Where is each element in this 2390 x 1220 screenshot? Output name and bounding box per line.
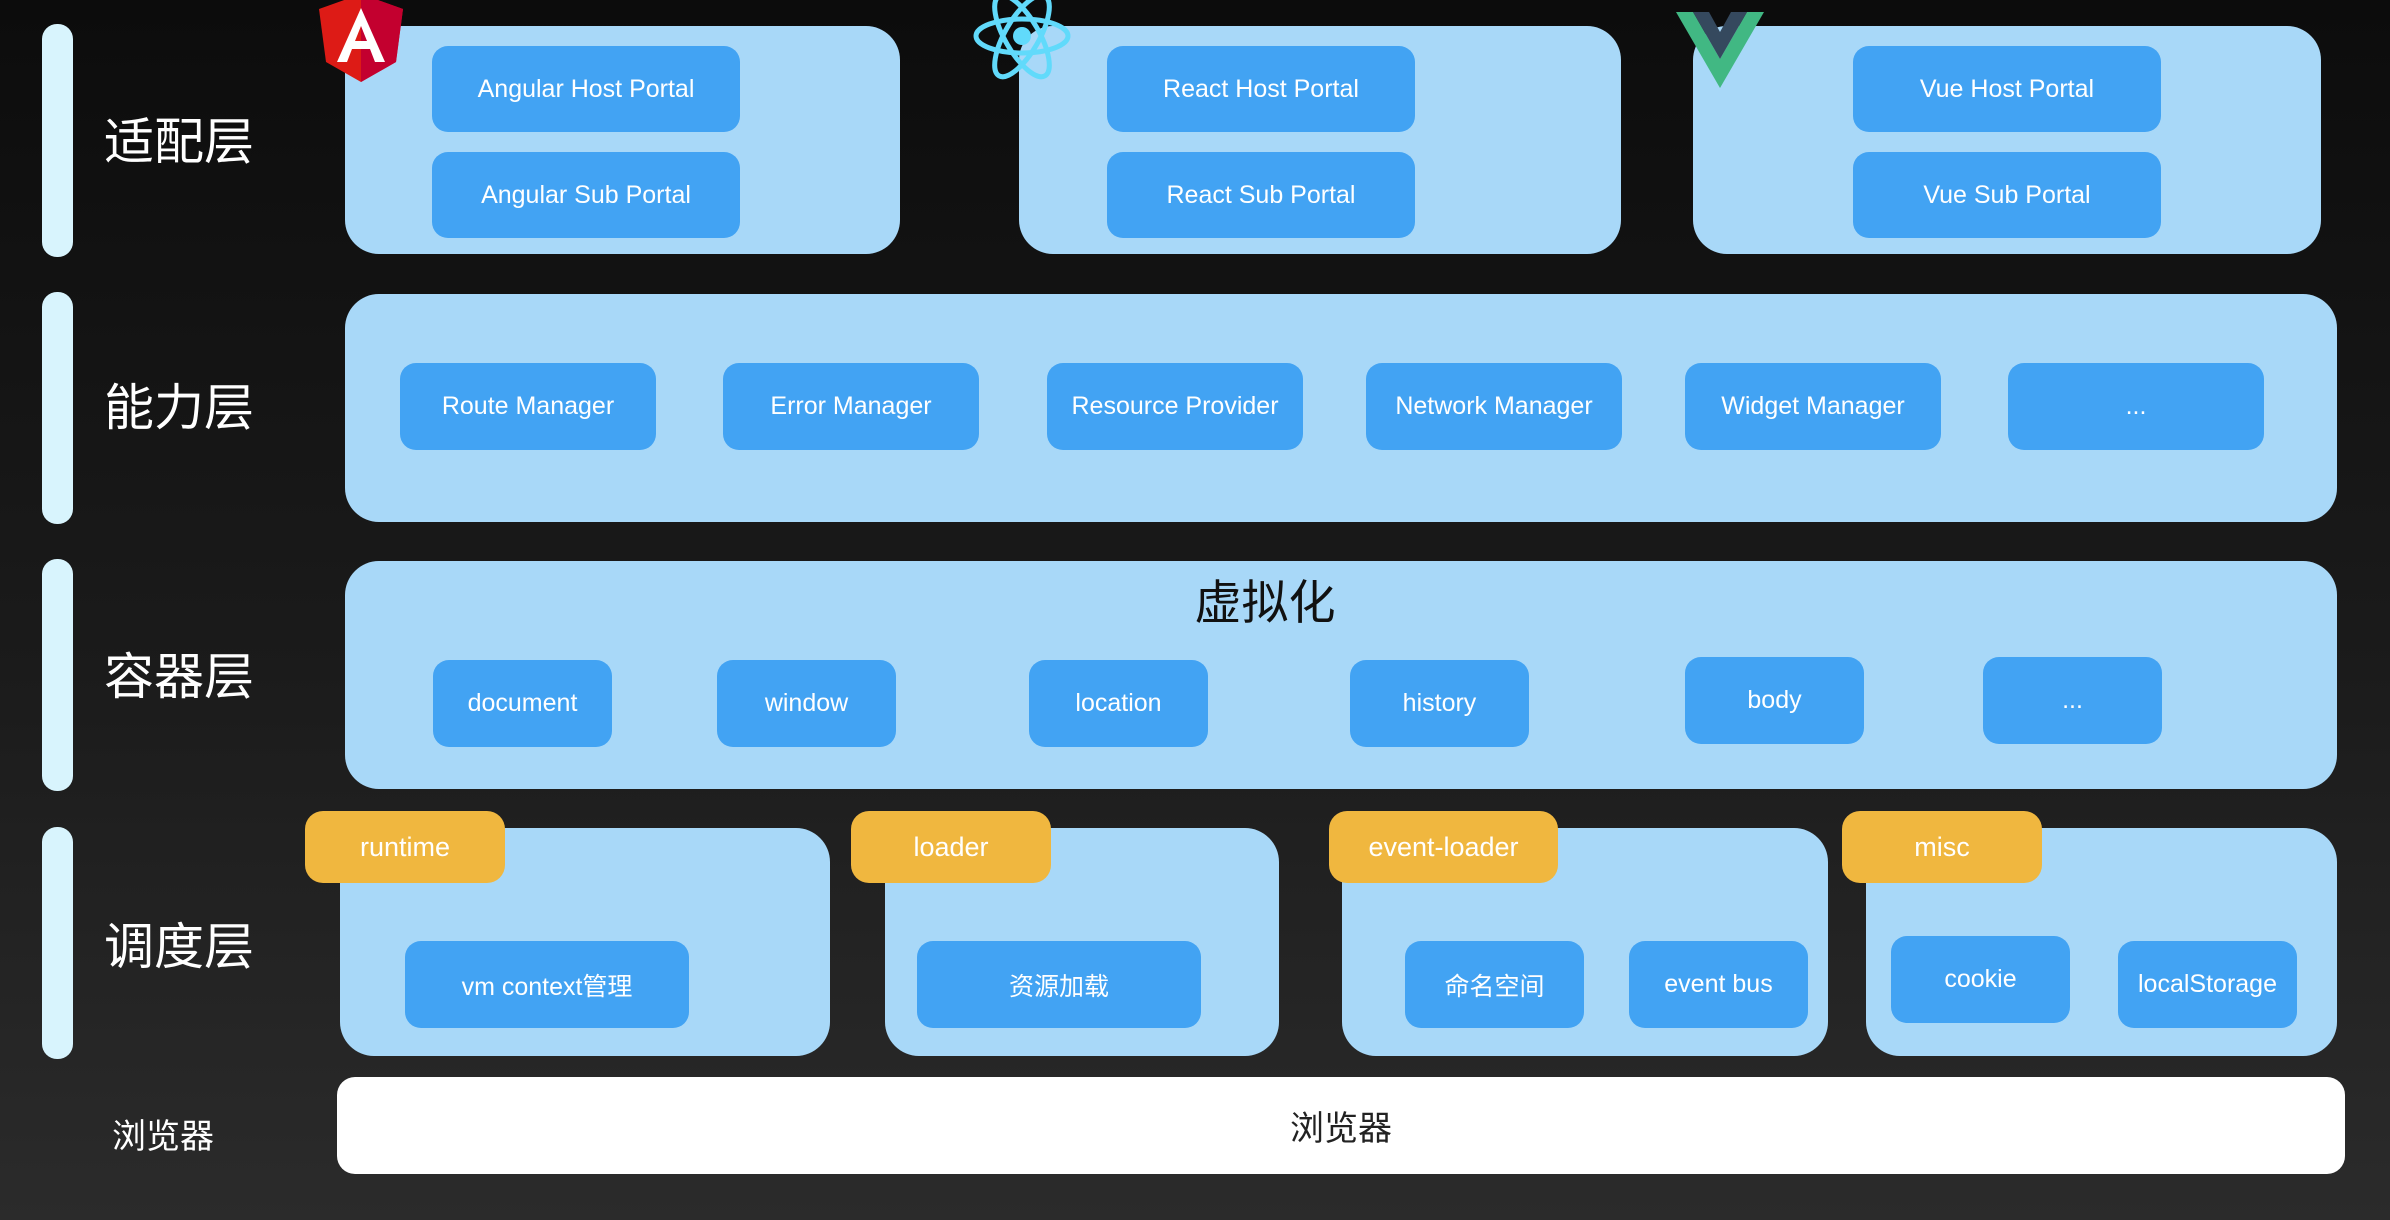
- scheduler-tab-loader: loader: [851, 811, 1051, 883]
- layer-bar-adapter: [42, 24, 73, 257]
- capability-item: ...: [2008, 363, 2264, 450]
- container-item: location: [1029, 660, 1208, 747]
- vue-logo-icon: [1676, 12, 1764, 88]
- layer-bar-scheduler: [42, 827, 73, 1059]
- scheduler-item: localStorage: [2118, 941, 2297, 1028]
- container-item: history: [1350, 660, 1529, 747]
- container-item: ...: [1983, 657, 2162, 744]
- container-item: window: [717, 660, 896, 747]
- scheduler-item: vm context管理: [405, 941, 689, 1028]
- vue-sub-portal: Vue Sub Portal: [1853, 152, 2161, 238]
- layer-label-scheduler: 调度层: [104, 918, 254, 976]
- scheduler-item: 资源加载: [917, 941, 1201, 1028]
- layer-label-capability: 能力层: [104, 379, 254, 437]
- scheduler-tab-event-loader: event-loader: [1329, 811, 1558, 883]
- capability-item: Error Manager: [723, 363, 979, 450]
- react-sub-portal: React Sub Portal: [1107, 152, 1415, 238]
- scheduler-tab-misc: misc: [1842, 811, 2042, 883]
- capability-item: Network Manager: [1366, 363, 1622, 450]
- react-logo-icon: [973, 0, 1071, 80]
- container-item: document: [433, 660, 612, 747]
- angular-logo-icon: [319, 0, 403, 82]
- layer-label-adapter: 适配层: [104, 113, 254, 171]
- capability-item: Resource Provider: [1047, 363, 1303, 450]
- container-title: 虚拟化: [1194, 576, 1336, 631]
- vue-host-portal: Vue Host Portal: [1853, 46, 2161, 132]
- capability-item: Widget Manager: [1685, 363, 1941, 450]
- layer-label-browser: 浏览器: [112, 1117, 214, 1157]
- scheduler-tab-runtime: runtime: [305, 811, 505, 883]
- scheduler-item: cookie: [1891, 936, 2070, 1023]
- scheduler-item: 命名空间: [1405, 941, 1584, 1028]
- scheduler-item: event bus: [1629, 941, 1808, 1028]
- layer-bar-container: [42, 559, 73, 791]
- angular-sub-portal: Angular Sub Portal: [432, 152, 740, 238]
- react-host-portal: React Host Portal: [1107, 46, 1415, 132]
- angular-host-portal: Angular Host Portal: [432, 46, 740, 132]
- layer-label-container: 容器层: [104, 648, 254, 706]
- browser-box: 浏览器: [337, 1077, 2345, 1174]
- layer-bar-capability: [42, 292, 73, 524]
- capability-item: Route Manager: [400, 363, 656, 450]
- container-item: body: [1685, 657, 1864, 744]
- capability-panel: [345, 294, 2337, 522]
